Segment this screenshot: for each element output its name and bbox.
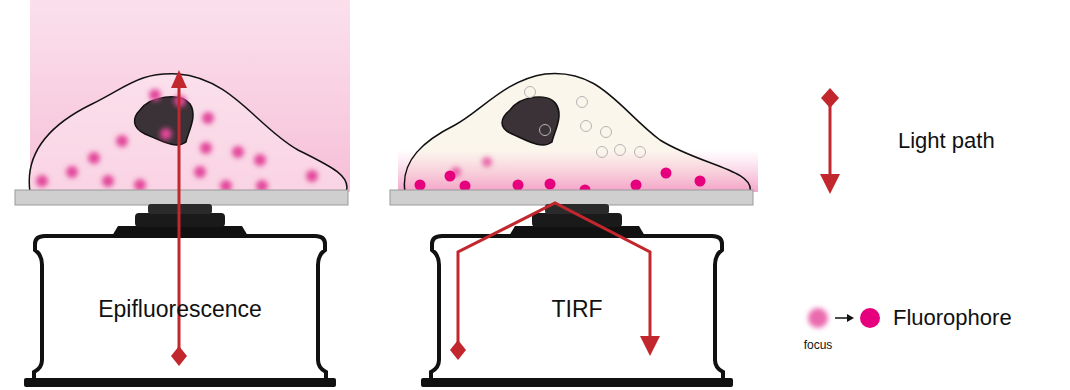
instrument-label: Epifluorescence — [98, 296, 262, 323]
coverslip — [390, 190, 753, 205]
microscope — [421, 204, 733, 387]
legend-text: Light path — [898, 128, 995, 154]
microscope-body: TIRF — [443, 250, 711, 368]
legend-text: Fluorophore — [893, 305, 1012, 331]
cell — [29, 74, 347, 192]
light-path-sample — [820, 88, 840, 194]
coverslip — [15, 190, 348, 205]
evanescent-field — [398, 150, 758, 192]
microscope-body: Epifluorescence — [46, 250, 314, 368]
blurred-fluorophores — [36, 89, 318, 192]
fluorophore-sample — [808, 308, 880, 328]
light-path — [171, 70, 187, 366]
note-label: focus — [804, 338, 833, 352]
light-path — [450, 203, 660, 360]
instrument-label: TIRF — [551, 296, 602, 323]
cell — [404, 73, 750, 192]
excitation-light — [30, 0, 350, 192]
nucleus — [502, 97, 559, 145]
dark-fluorophores — [525, 87, 646, 158]
